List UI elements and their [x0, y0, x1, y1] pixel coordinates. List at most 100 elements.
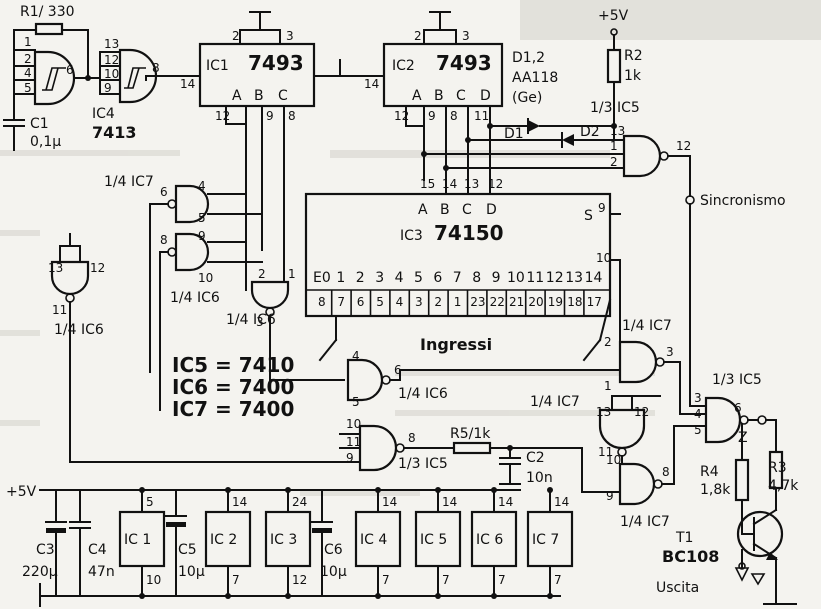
pin-label: 8 — [450, 109, 458, 123]
junction-dot — [435, 487, 441, 493]
ic5-third-label-b: 1/3 IC5 — [398, 456, 448, 472]
ic4-schmitt-gate-2: 13 12 10 9 8 — [99, 37, 160, 104]
ic4-schmitt-gate-1: 1 2 4 5 6 — [13, 35, 76, 106]
ic3-input-label: 8 — [472, 270, 481, 286]
junction-dot — [491, 487, 497, 493]
r4-value: 1,8k — [700, 482, 731, 498]
supply-bottom-label: +5V — [6, 484, 37, 500]
pin-label: 2 — [610, 155, 618, 169]
ic1-output-b: B — [254, 88, 264, 104]
pin-label: 10 — [198, 271, 213, 285]
ic2-type: 7493 — [436, 51, 492, 75]
ic3-type: 74150 — [434, 221, 504, 245]
ps-ic-label: IC 6 — [476, 532, 503, 548]
pin-label: 10 — [346, 417, 361, 431]
pin-label: 4 — [198, 179, 206, 193]
c2-value: 10n — [526, 470, 553, 486]
pin-label: 13 — [596, 405, 611, 419]
ic3-select-d: D — [486, 202, 497, 218]
c4-label: C4 — [88, 542, 107, 558]
ic6-gate-a: 8 9 10 — [160, 229, 263, 285]
pin-label: 12 — [634, 405, 649, 419]
d2-label: D2 — [580, 124, 600, 140]
ic6-gate-c: 2 1 3 — [250, 267, 296, 329]
ic7-quarter-label-b: 1/4 IC7 — [622, 318, 672, 334]
ic2-output-d: D — [480, 88, 491, 104]
pin-label: 1 — [610, 139, 618, 153]
ic3-select-c: C — [462, 202, 472, 218]
ps-top-pin: 14 — [498, 495, 513, 509]
pin-label: 2 — [24, 52, 32, 66]
ingressi-label: Ingressi — [420, 335, 492, 354]
pin-label: 13 — [104, 37, 119, 51]
ic3-input-pin: 7 — [337, 295, 345, 309]
pin-label: 11 — [52, 303, 67, 317]
ic3-input-pin: 3 — [415, 295, 423, 309]
ic3-input-pin: 4 — [396, 295, 404, 309]
pin-label: 3 — [256, 315, 264, 329]
pin-label: 14 — [364, 77, 379, 91]
r4-label: R4 — [700, 464, 719, 480]
ic3-input-label: 10 — [507, 270, 525, 286]
c4-capacitor: C4 47n — [69, 489, 115, 597]
junction-dot — [375, 487, 381, 493]
c1-value: 0,1µ — [30, 134, 61, 150]
d1-diode: D1 — [489, 118, 615, 142]
pin-label: 8 — [152, 61, 160, 75]
pin-label: 5 — [198, 211, 206, 225]
pin-label: 12 — [215, 109, 230, 123]
ic3-input-label: 3 — [375, 270, 384, 286]
ps-bottom-pin: 7 — [442, 573, 450, 587]
ps-ic-box — [414, 510, 462, 568]
pin-label: 8 — [408, 431, 416, 445]
r3-value: 4,7k — [768, 478, 799, 494]
pin-label: 9 — [104, 81, 112, 95]
c6-label: C6 — [324, 542, 343, 558]
t1-label: T1 — [675, 530, 693, 546]
c3-label: C3 — [36, 542, 55, 558]
ic3-input-pin: 21 — [509, 295, 524, 309]
ic4-type: 7413 — [92, 123, 137, 142]
ic1-counter-7493: 2 3 14 IC1 7493 A B C 12 9 8 — [180, 11, 316, 301]
ps-ic-box — [470, 510, 518, 568]
pin-label: 2 — [232, 29, 240, 43]
ic7-gate-b: 2 1 3 — [585, 335, 674, 393]
supply-top-label: +5V — [598, 8, 629, 24]
c6-value: 10µ — [320, 564, 347, 580]
pin-label: 3 — [666, 345, 674, 359]
ic3-input-pin: 20 — [528, 295, 543, 309]
ic3-input-label: E0 — [313, 270, 331, 286]
ic3-input-label: 13 — [565, 270, 583, 286]
pin-label: 6 — [160, 185, 168, 199]
ic6-quarter-label-b: 1/4 IC6 — [54, 322, 104, 338]
d2-diode: D2 — [467, 124, 615, 148]
ps-ic-label: IC 2 — [210, 532, 237, 548]
ic3-input-pin: 2 — [434, 295, 442, 309]
r2-label: R2 — [624, 48, 643, 64]
ic3-input-label: 5 — [414, 270, 423, 286]
pin-label: 5 — [352, 395, 360, 409]
pin-label: 1 — [604, 379, 612, 393]
r1-label: R1/ 330 — [20, 4, 75, 20]
junction-dot — [285, 593, 291, 599]
ic6-gate-b: 13 12 11 — [48, 245, 105, 317]
pin-label: 9 — [598, 201, 606, 215]
ps-bottom-pin: 12 — [292, 573, 307, 587]
c4-value: 47n — [88, 564, 115, 580]
ps-bottom-pin: 7 — [232, 573, 240, 587]
r1-resistor: R1/ 330 — [13, 4, 89, 95]
ic3-input-pin: 6 — [357, 295, 365, 309]
pin-label: 10 — [606, 453, 621, 467]
ic3-input-label: 14 — [585, 270, 603, 286]
pin-label: 11 — [474, 109, 489, 123]
c5-label: C5 — [178, 542, 197, 558]
ic3-input-pin: 19 — [548, 295, 563, 309]
pin-label: 2 — [258, 267, 266, 281]
junction-dot — [375, 593, 381, 599]
pin-label: 3 — [286, 29, 294, 43]
ic2-counter-7493: 2 3 14 IC2 7493 A B C D 12 9 8 11 — [364, 11, 504, 193]
junction-dot — [547, 487, 553, 493]
legend-ic6: IC6 = 7400 — [172, 375, 294, 399]
ic3-multiplexer-74150: 15 14 13 12 A B C D S 9 10 IC3 74150 E08… — [304, 177, 621, 318]
